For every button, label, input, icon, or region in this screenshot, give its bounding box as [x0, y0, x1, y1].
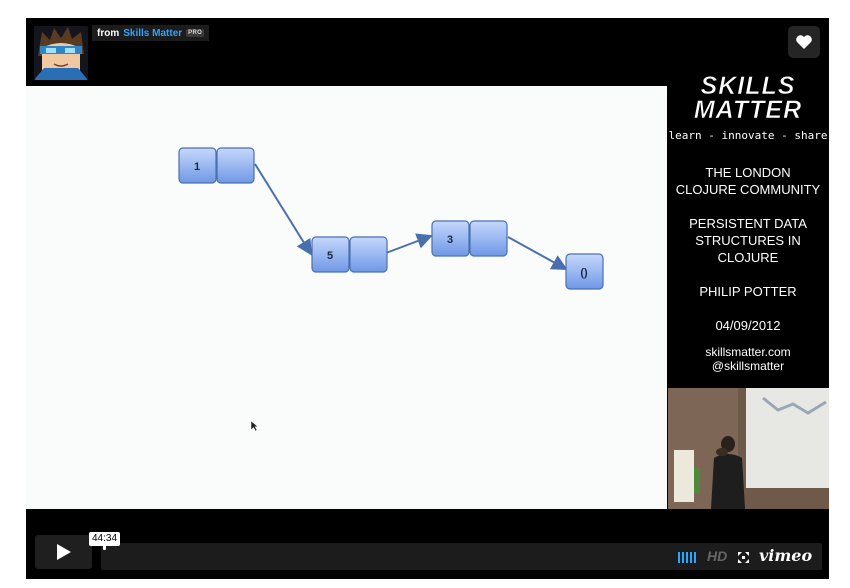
- skills-matter-logo: SKILLS MATTER learn - innovate - share: [669, 72, 828, 142]
- video-player[interactable]: from Skills Matter PRO: [26, 18, 829, 579]
- list-node: (): [565, 253, 604, 290]
- volume-icon[interactable]: [678, 552, 699, 563]
- speaker-camera-feed: [668, 388, 829, 525]
- meetup-title: THE LONDON CLOJURE COMMUNITY: [675, 165, 821, 197]
- node-value: 1: [194, 161, 200, 173]
- cursor-icon: [250, 420, 259, 432]
- node-value: 5: [327, 250, 333, 262]
- seek-bar[interactable]: [101, 543, 822, 570]
- uploader-avatar[interactable]: [34, 26, 88, 80]
- like-button[interactable]: [788, 26, 820, 58]
- arrow-1-to-5: [254, 163, 313, 256]
- diagram-arrows: [254, 163, 568, 270]
- list-node: 3: [431, 220, 508, 257]
- website-url: skillsmatter.com: [705, 345, 791, 359]
- owner-link[interactable]: Skills Matter: [123, 27, 183, 39]
- byline: from Skills Matter PRO: [92, 25, 210, 41]
- node-value: (): [580, 267, 588, 279]
- time-display: 44:34: [89, 532, 121, 546]
- play-icon: [56, 544, 71, 560]
- list-node: 5: [311, 236, 388, 273]
- heart-icon: [796, 35, 812, 49]
- byline-prefix: from: [97, 27, 120, 39]
- arrow-3-to-empty: [507, 236, 568, 270]
- fullscreen-icon[interactable]: [738, 552, 749, 563]
- playhead[interactable]: [103, 542, 106, 550]
- list-node: 1: [178, 147, 255, 184]
- talk-info-panel: SKILLS MATTER learn - innovate - share T…: [667, 70, 829, 388]
- slide-area: 1 5 3 (): [26, 86, 667, 509]
- svg-text:learn - innovate - share: learn - innovate - share: [669, 129, 828, 142]
- svg-text:MATTER: MATTER: [694, 96, 802, 124]
- talk-date: 04/09/2012: [715, 318, 781, 333]
- node-value: 3: [447, 234, 453, 246]
- talk-title: PERSISTENT DATA STRUCTURES IN CLOJURE: [689, 216, 807, 265]
- svg-text:SKILLS: SKILLS: [701, 72, 796, 100]
- twitter-handle: @skillsmatter: [711, 359, 785, 373]
- player-controls: 44:34 HD vimeo: [26, 509, 829, 579]
- arrow-5-to-3: [385, 233, 433, 254]
- play-button[interactable]: [35, 535, 92, 569]
- vimeo-logo[interactable]: vimeo: [759, 546, 813, 565]
- pro-badge: PRO: [186, 29, 205, 37]
- hd-toggle[interactable]: HD: [707, 548, 728, 564]
- speaker-name: PHILIP POTTER: [699, 284, 797, 299]
